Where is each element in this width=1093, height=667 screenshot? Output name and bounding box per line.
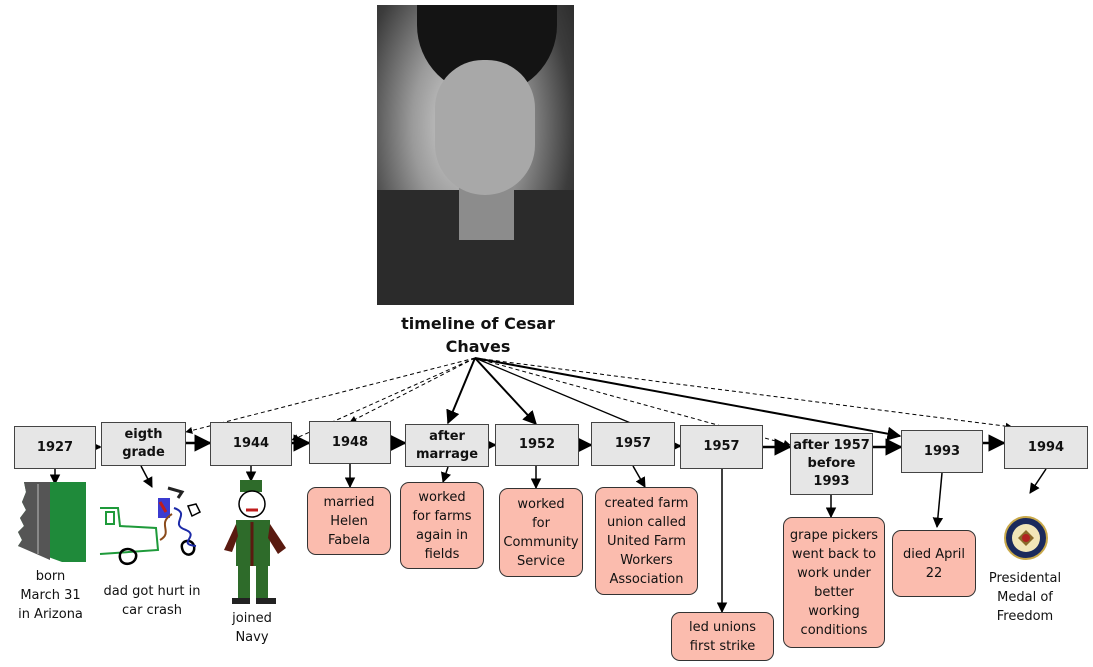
event-line: Helen — [330, 513, 368, 529]
timeline-main-line — [84, 434, 1006, 456]
caption-line: dad got hurt in — [103, 584, 201, 599]
year-label-line2: before — [807, 456, 856, 471]
event-strike: led unions first strike — [671, 612, 774, 661]
car-crash-drawing — [99, 486, 202, 566]
event-line: Community — [503, 534, 579, 550]
year-label: 1993 — [923, 443, 961, 459]
event-farms: worked for farms again in fields — [400, 482, 484, 569]
event-line: died April — [903, 546, 965, 562]
event-line: worked — [418, 489, 466, 505]
caption-line: Medal of — [997, 590, 1053, 605]
year-box-1952: 1952 — [495, 424, 579, 466]
event-line: again in — [415, 527, 469, 543]
title-to-1957-line — [474, 357, 634, 425]
event-line: union called — [606, 514, 686, 530]
arizona-map-image — [18, 482, 86, 562]
event-line: better — [814, 584, 854, 600]
presidential-seal-image — [1004, 516, 1048, 560]
event-died: died April 22 — [892, 530, 976, 597]
year-label-line2: marrage — [415, 446, 479, 462]
event-born: born March 31 in Arizona — [8, 567, 93, 624]
year-box-after-1957: after 1957 before 1993 — [790, 433, 873, 495]
title-line-2: Chaves — [445, 337, 511, 356]
event-line: went back to — [791, 546, 877, 562]
year-box-1927: 1927 — [14, 426, 96, 469]
event-line: Workers — [620, 552, 673, 568]
event-line: working — [808, 603, 860, 619]
year-box-1994: 1994 — [1004, 426, 1088, 469]
event-medal: Presidental Medal of Freedom — [982, 569, 1068, 626]
event-line: married — [323, 494, 375, 510]
event-line: grape pickers — [789, 527, 879, 543]
event-line: 22 — [925, 565, 943, 581]
year-label: 1952 — [518, 437, 556, 452]
event-line: conditions — [800, 622, 868, 638]
year-label: 1948 — [331, 434, 369, 450]
year-label: 1944 — [232, 436, 270, 451]
event-line: Fabela — [327, 532, 371, 548]
cesar-chavez-photo — [377, 5, 574, 305]
caption-line: Navy — [235, 630, 269, 645]
year-box-1993: 1993 — [901, 430, 983, 473]
event-navy: joined Navy — [220, 609, 284, 647]
caption-line: car crash — [121, 603, 183, 618]
event-line: work under — [797, 565, 871, 581]
event-union: created farm union called United Farm Wo… — [595, 487, 698, 595]
diagram-title: timeline of Cesar Chaves — [388, 312, 568, 358]
event-line: created farm — [604, 495, 689, 511]
caption-line: in Arizona — [18, 607, 83, 622]
year-label: 1957 — [703, 439, 740, 454]
event-line: Association — [609, 571, 684, 587]
event-married: married Helen Fabela — [307, 487, 391, 555]
year-label-line3: 1993 — [813, 474, 850, 489]
event-community: worked for Community Service — [499, 488, 583, 577]
event-line: led unions — [688, 619, 757, 635]
event-line: United Farm — [607, 533, 686, 549]
year-label-line2: grade — [122, 445, 165, 460]
event-car-crash: dad got hurt in car crash — [96, 582, 208, 620]
event-line: fields — [424, 546, 460, 562]
caption-line: joined — [232, 611, 272, 626]
year-box-eighth-grade: eigth grade — [101, 422, 186, 466]
caption-line: Freedom — [996, 609, 1054, 624]
year-label-line1: eigth — [124, 427, 163, 442]
event-line: worked — [517, 496, 565, 512]
year-box-1944: 1944 — [210, 422, 292, 466]
caption-line: March 31 — [20, 588, 81, 603]
title-line-1: timeline of Cesar — [401, 314, 555, 333]
caption-line: born — [35, 569, 66, 584]
event-grape-pickers: grape pickers went back to work under be… — [783, 517, 885, 648]
year-box-1948: 1948 — [309, 421, 391, 464]
year-label-line1: after — [429, 428, 465, 444]
year-to-event-arrows — [49, 464, 1047, 614]
title-solid-links — [446, 357, 902, 441]
year-label: 1957 — [614, 436, 652, 451]
event-line: first strike — [689, 638, 756, 654]
year-box-after-marrage: after marrage — [405, 424, 489, 467]
event-line: Service — [516, 553, 566, 569]
year-label: 1994 — [1027, 439, 1065, 455]
event-line: for — [532, 515, 550, 531]
title-dashed-links — [185, 357, 1013, 447]
year-box-1957-strike: 1957 — [680, 425, 763, 469]
event-line: for farms — [412, 508, 472, 524]
year-label: 1927 — [36, 439, 74, 455]
caption-line: Presidental — [988, 571, 1062, 586]
navy-soldier-drawing — [224, 480, 286, 604]
year-box-1957-union: 1957 — [591, 422, 675, 466]
year-label-line1: after 1957 — [793, 438, 870, 453]
